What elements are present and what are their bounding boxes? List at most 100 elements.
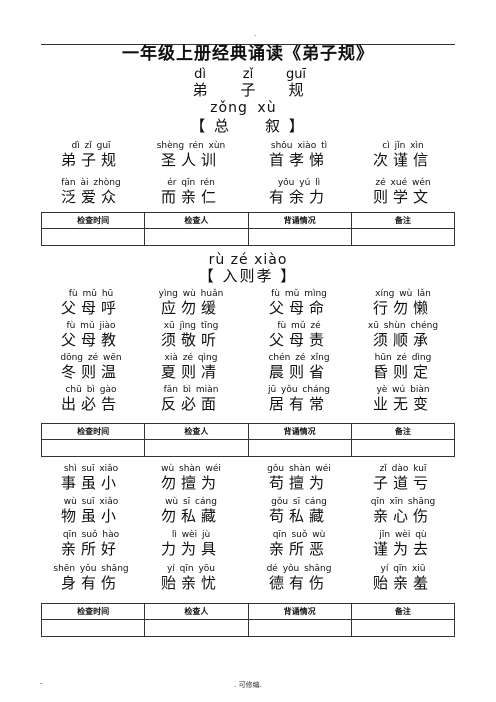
phrase-pinyin: qīn suǒ wù	[272, 530, 326, 540]
phrase-pinyin: zǐ dào kuī	[379, 464, 427, 474]
phrase-text: 勿擅为	[160, 474, 221, 492]
title-character: 规	[288, 81, 304, 99]
header-remarks: 备注	[350, 212, 456, 229]
phrase-text: 事虽小	[60, 474, 121, 492]
check-cell[interactable]	[144, 619, 249, 637]
phrase-pinyin: dōng zé wēn	[60, 353, 122, 363]
phrase-pinyin: ér qīn rén	[167, 178, 215, 188]
header-remarks: 备注	[350, 423, 456, 440]
phrase-text: 首孝悌	[268, 151, 329, 169]
phrase-pinyin: fàn ài zhòng	[61, 178, 121, 188]
phrase-pinyin: dì zǐ guī	[71, 141, 111, 151]
phrase-text: 须顺承	[372, 331, 433, 349]
title-pinyin-syllable: guī	[285, 67, 307, 82]
section-zongxu-title: 【 总 叙 】	[190, 117, 306, 135]
phrase-text: 父母命	[268, 299, 329, 317]
phrase-pinyin: fù mǔ hū	[68, 289, 114, 299]
phrase-text: 有余力	[268, 188, 329, 206]
check-table: 检查时间 检查人 背诵情况 备注	[40, 603, 456, 637]
phrase-pinyin: shì suī xiǎo	[63, 464, 119, 474]
phrase-pinyin: yìng wù huǎn	[158, 289, 224, 299]
page-title: 一年级上册经典诵读《弟子规》	[122, 44, 374, 64]
title-character: 弟	[192, 81, 208, 99]
phrase-pinyin: yí qīn yōu	[166, 564, 215, 574]
check-cell[interactable]	[350, 619, 456, 637]
header-recitation: 背诵情况	[247, 603, 352, 620]
header-check-time: 检查时间	[40, 212, 146, 229]
check-cell[interactable]	[40, 439, 146, 457]
phrase-text: 圣人训	[160, 151, 221, 169]
phrase-pinyin: qīn xīn shāng	[370, 497, 436, 507]
header-checker: 检查人	[144, 423, 249, 440]
phrase-text: 贻亲忧	[160, 574, 221, 592]
header-recitation: 背诵情况	[247, 212, 352, 229]
phrase-pinyin: fù mǔ mìng	[271, 289, 327, 299]
phrase-pinyin: jǐn wèi qù	[379, 530, 427, 540]
phrase-text: 则学文	[372, 188, 433, 206]
phrase-pinyin: wù sī cáng	[165, 497, 217, 507]
phrase-pinyin: shēn yǒu shāng	[53, 564, 129, 574]
phrase-pinyin: xià zé qìng	[164, 353, 218, 363]
phrase-text: 亲心伤	[372, 507, 433, 525]
phrase-text: 苟擅为	[268, 474, 329, 492]
phrase-pinyin: yǒu yú lì	[277, 178, 321, 188]
phrase-text: 业无变	[372, 395, 433, 413]
header-recitation: 背诵情况	[247, 423, 352, 440]
phrase-text: 反必面	[160, 395, 221, 413]
header-checker: 检查人	[144, 212, 249, 229]
phrase-text: 父母责	[268, 331, 329, 349]
phrase-pinyin: fǎn bì miàn	[163, 385, 219, 395]
header-dot: .	[254, 30, 257, 38]
phrase-pinyin: qīn suǒ hào	[62, 530, 120, 540]
phrase-text: 身有伤	[60, 574, 121, 592]
section-pinyin-syllable: xù	[257, 100, 277, 116]
section-ruzexiao-title: 【 入则孝 】	[198, 267, 298, 285]
phrase-text: 夏则凊	[160, 363, 221, 381]
phrase-text: 谨为去	[372, 540, 433, 558]
section-ruzexiao-pinyin: rù zé xiào	[208, 252, 288, 268]
phrase-text: 亲所好	[60, 540, 121, 558]
header-rule	[41, 44, 455, 45]
phrase-pinyin: xū shùn chéng	[367, 321, 439, 331]
check-cell[interactable]	[247, 228, 352, 246]
phrase-text: 晨则省	[268, 363, 329, 381]
title-pinyin-syllable: zǐ	[242, 67, 254, 82]
phrase-pinyin: hūn zé dìng	[374, 353, 432, 363]
phrase-text: 次谨信	[372, 151, 433, 169]
check-cell[interactable]	[144, 439, 249, 457]
phrase-text: 苟私藏	[268, 507, 329, 525]
phrase-text: 居有常	[268, 395, 329, 413]
phrase-text: 贻亲羞	[372, 574, 433, 592]
header-check-time: 检查时间	[40, 603, 146, 620]
check-cell[interactable]	[350, 439, 456, 457]
phrase-pinyin: dé yǒu shāng	[266, 564, 332, 574]
phrase-text: 物虽小	[60, 507, 121, 525]
check-cell[interactable]	[144, 228, 249, 246]
phrase-pinyin: lì wèi jù	[171, 530, 211, 540]
check-cell[interactable]	[40, 228, 146, 246]
phrase-pinyin: xū jìng tīng	[163, 321, 219, 331]
book-title: 弟子规	[0, 81, 496, 99]
section-pinyin-syllable: zǒng	[210, 100, 248, 116]
phrase-text: 力为具	[160, 540, 221, 558]
phrase-pinyin: wù shàn wéi	[161, 464, 221, 474]
phrase-pinyin: fù mǔ zé	[277, 321, 321, 331]
footer-left-mark: -	[40, 680, 43, 688]
header-remarks: 备注	[350, 603, 456, 620]
check-cell[interactable]	[247, 439, 352, 457]
phrase-text: 应勿缓	[160, 299, 221, 317]
phrase-pinyin: gǒu shàn wéi	[267, 464, 331, 474]
header-check-time: 检查时间	[40, 423, 146, 440]
check-cell[interactable]	[350, 228, 456, 246]
phrase-text: 勿私藏	[160, 507, 221, 525]
footer-note: . 可修编.	[234, 681, 262, 689]
phrase-pinyin: gǒu sī cáng	[271, 497, 327, 507]
check-cell[interactable]	[247, 619, 352, 637]
phrase-pinyin: fù mǔ jiào	[66, 321, 116, 331]
phrase-pinyin: shǒu xiào tì	[270, 141, 328, 151]
phrase-text: 行勿懒	[372, 299, 433, 317]
phrase-text: 子道亏	[372, 474, 433, 492]
phrase-text: 泛爱众	[60, 188, 121, 206]
check-cell[interactable]	[40, 619, 146, 637]
